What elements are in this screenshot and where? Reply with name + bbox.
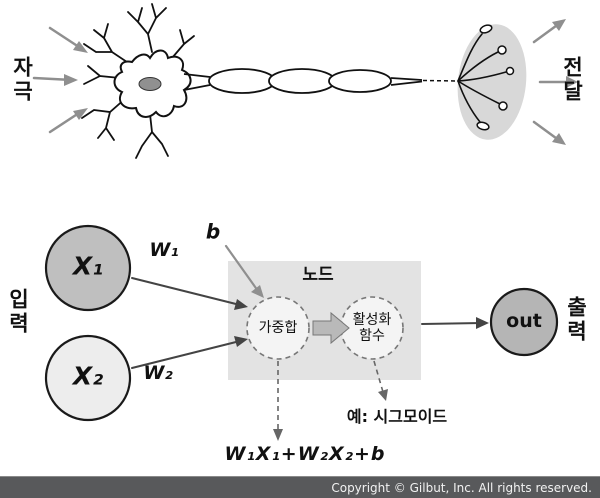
copyright-bar: Copyright © Gilbut, Inc. All rights rese… <box>0 476 600 498</box>
block-arrow-icon <box>312 311 350 345</box>
example-label: 예: 시그모이드 <box>346 406 448 426</box>
axon <box>183 68 458 94</box>
formula-label: W₁X₁+W₂X₂+b <box>224 443 386 466</box>
weighted-sum-circle <box>246 296 310 360</box>
weighted-sum-label: 가중합 <box>258 319 298 336</box>
transmission-label: 전달 <box>560 56 585 104</box>
output-arrowhead <box>476 317 489 329</box>
nucleus <box>138 77 162 91</box>
input-x1-circle <box>44 224 132 312</box>
input-x2-circle <box>44 334 132 422</box>
out-circle <box>489 287 559 357</box>
activation-circle <box>340 296 404 360</box>
input-label: 입력 <box>6 288 31 336</box>
transmission-arrowheads <box>552 19 578 145</box>
dashed-arrows <box>277 360 384 432</box>
weight-arrows <box>131 277 241 369</box>
terminal-branches <box>457 33 507 123</box>
terminal-bulbs <box>476 24 515 131</box>
axon-terminal-shade <box>457 24 527 140</box>
x1-label: X₁ <box>72 251 104 281</box>
bias-arrow <box>224 244 260 293</box>
output-label: 출력 <box>564 296 589 344</box>
stimulus-arrowheads <box>64 41 88 120</box>
neuron-diagram-artwork <box>32 3 578 441</box>
out-label: out <box>506 310 542 333</box>
dendrites <box>81 3 195 159</box>
x2-label: X₂ <box>72 361 104 391</box>
copyright-text: Copyright © Gilbut, Inc. All rights rese… <box>331 481 592 495</box>
output-arrow <box>421 322 483 325</box>
stimulus-label: 자극 <box>10 56 35 104</box>
node-label: 노드 <box>302 265 334 286</box>
bias-label: b <box>205 219 221 244</box>
w2-label: W₂ <box>143 362 173 385</box>
dashed-arrowheads <box>273 389 388 441</box>
weight-arrowheads <box>234 299 248 347</box>
bias-arrowhead <box>251 285 264 298</box>
activation-label: 활성화 함수 <box>352 311 392 344</box>
w1-label: W₁ <box>149 239 179 262</box>
